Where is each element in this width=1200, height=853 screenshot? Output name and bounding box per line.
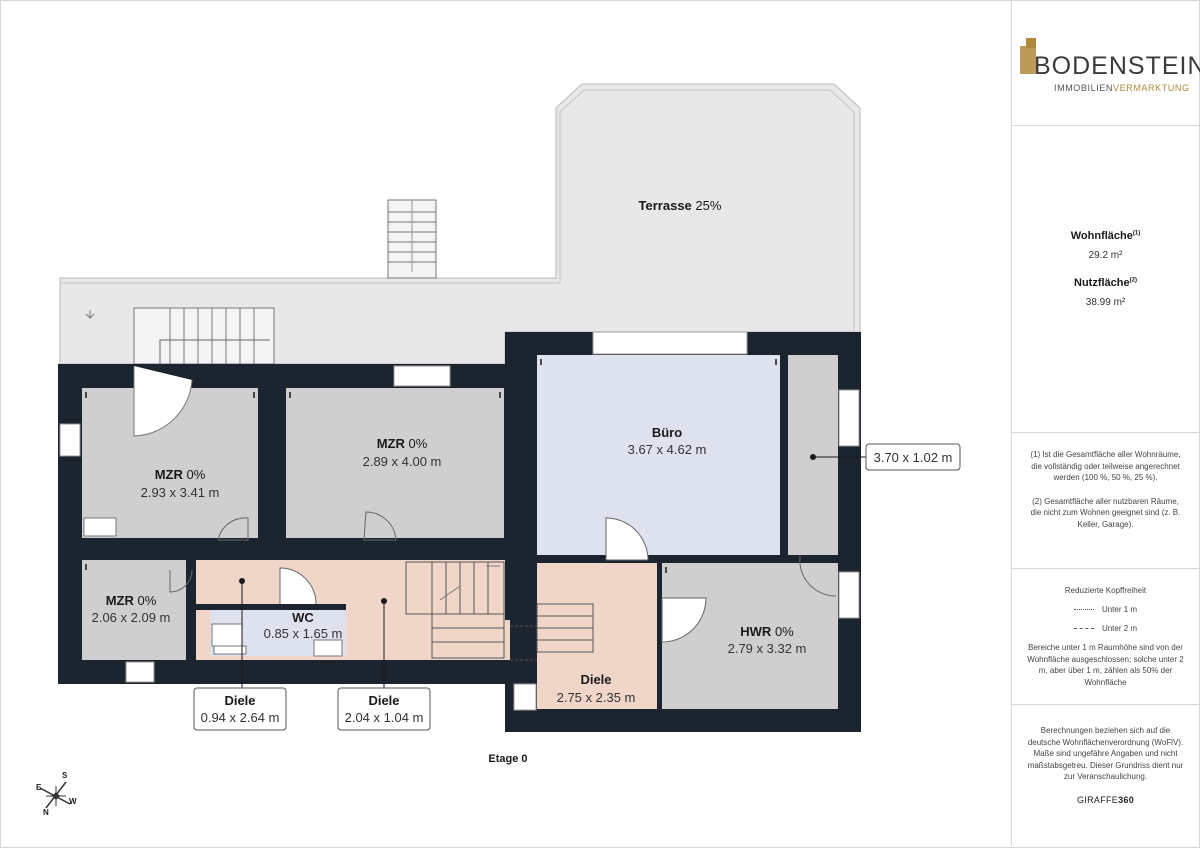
- svg-text:Diele: Diele: [368, 693, 399, 708]
- headroom-section: Reduzierte Kopffreiheit Unter 1 m Unter …: [1012, 569, 1199, 705]
- room-mzr1-label: MZR 0%: [155, 467, 206, 482]
- svg-text:N: N: [43, 808, 49, 817]
- company-logo: BODENSTEIN IMMOBILIENVERMARKTUNG: [1012, 38, 1200, 98]
- room-hwr-dims: 2.79 x 3.32 m: [728, 641, 807, 656]
- wohnflaeche-value: 29.2 m²: [1088, 250, 1123, 261]
- room-mzr3-dims: 2.06 x 2.09 m: [92, 610, 171, 625]
- logo-mark-icon: [1020, 38, 1036, 74]
- wohnflaeche-label: Wohnfläche(1): [1070, 230, 1141, 242]
- dotted-line-icon: [1073, 609, 1094, 611]
- room-diele-fill: [537, 563, 657, 709]
- room-mzr3-fill: [82, 560, 186, 660]
- headroom-title: Reduzierte Kopffreiheit: [1064, 586, 1147, 595]
- room-mzr2-label: MZR 0%: [377, 436, 428, 451]
- svg-text:S: S: [62, 771, 68, 780]
- note-wohnflaeche: (1) Ist die Gesamtfläche aller Wohnräume…: [1030, 450, 1181, 482]
- room-diele-dims: 2.75 x 2.35 m: [557, 690, 636, 705]
- interior-stairs: [405, 561, 594, 661]
- svg-text:Diele: Diele: [224, 693, 255, 708]
- nutzflaeche-value: 38.99 m²: [1085, 297, 1126, 308]
- room-buero-label: Büro: [652, 425, 682, 440]
- wc-fixtures: [83, 517, 343, 657]
- svg-text:3.70 x 1.02 m: 3.70 x 1.02 m: [874, 450, 953, 465]
- callout-diele-left: Diele 0.94 x 2.64 m: [193, 687, 287, 731]
- definitions-section: (1) Ist die Gesamtfläche aller Wohnräume…: [1012, 433, 1199, 569]
- dashed-line-icon: [1073, 628, 1094, 630]
- callout-diele-mid: Diele 2.04 x 1.04 m: [337, 687, 431, 731]
- logo-tagline: IMMOBILIENVERMARKTUNG: [1054, 83, 1190, 93]
- doors: [133, 366, 837, 643]
- room-diele-label: Diele: [580, 672, 611, 687]
- headroom-under1: Unter 1 m: [1012, 604, 1199, 616]
- floor-plan: Terrasse 25% MZR 0% 2.93 x 3.41 m MZR 0%…: [36, 83, 961, 817]
- room-hwr-label: HWR 0%: [740, 624, 794, 639]
- room-hwr-fill: [662, 563, 838, 709]
- compass-icon: S E W N: [36, 771, 77, 817]
- callout-corridor: 3.70 x 1.02 m: [865, 443, 961, 471]
- room-mzr1-dims: 2.93 x 3.41 m: [141, 485, 220, 500]
- room-wc-label: WC: [292, 610, 314, 625]
- windows: [59, 331, 860, 711]
- calculation-section: Berechnungen beziehen sich auf die deuts…: [1012, 705, 1199, 846]
- svg-text:W: W: [69, 797, 77, 806]
- nutzflaeche-label: Nutzfläche(2): [1074, 277, 1137, 289]
- area-section: Wohnfläche(1) 29.2 m² Nutzfläche(2) 38.9…: [1012, 126, 1199, 433]
- calculation-note: Berechnungen beziehen sich auf die deuts…: [1027, 726, 1184, 781]
- room-mzr3-label: MZR 0%: [106, 593, 157, 608]
- room-terrasse-label: Terrasse 25%: [639, 198, 722, 213]
- info-sidebar: BODENSTEIN IMMOBILIENVERMARKTUNG Wohnflä…: [1011, 0, 1200, 846]
- floor-label: Etage 0: [488, 753, 527, 765]
- terrace-stairs: [387, 199, 437, 279]
- logo-section: BODENSTEIN IMMOBILIENVERMARKTUNG: [1012, 0, 1200, 126]
- room-buero-dims: 3.67 x 4.62 m: [628, 442, 707, 457]
- svg-text:2.04 x 1.04 m: 2.04 x 1.04 m: [345, 710, 424, 725]
- logo-name: BODENSTEIN: [1034, 52, 1200, 80]
- exterior-stairs: [133, 307, 275, 365]
- headroom-under2: Unter 2 m: [1012, 623, 1199, 635]
- room-wc-dims: 0.85 x 1.65 m: [264, 626, 343, 641]
- svg-text:E: E: [36, 783, 42, 792]
- room-mzr2-dims: 2.89 x 4.00 m: [363, 454, 442, 469]
- headroom-note: Bereiche unter 1 m Raumhöhe sind von der…: [1027, 643, 1184, 687]
- svg-text:0.94 x 2.64 m: 0.94 x 2.64 m: [201, 710, 280, 725]
- room-buero-fill: [537, 355, 780, 555]
- brand-giraffe360: GIRAFFE360: [1076, 794, 1135, 805]
- room-mzr2-fill: [286, 388, 504, 538]
- note-nutzflaeche: (2) Gesamtfläche aller nutzbaren Räume, …: [1030, 496, 1181, 529]
